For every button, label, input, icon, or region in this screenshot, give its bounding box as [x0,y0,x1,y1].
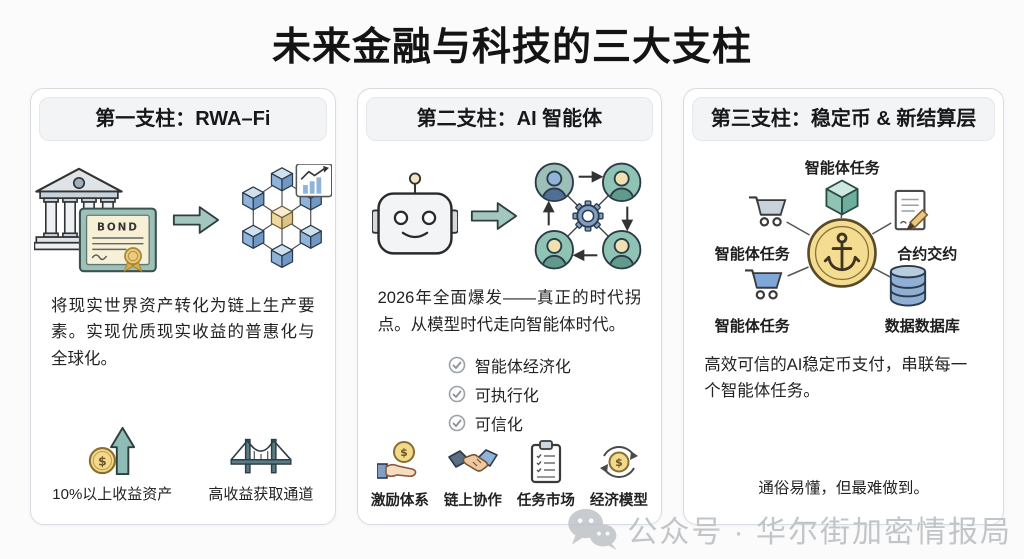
feature-label: 高收益获取通道 [208,486,314,503]
econ-cycle-icon: $ [599,446,638,478]
contract-doc-icon [894,189,929,231]
token-network-icon [241,163,332,268]
checklist-label: 智能体经济化 [474,359,571,376]
pillar-1-description: 将现实世界资产转化为链上生产要素。实现优质现实收益的普惠化与全球化。 [51,297,315,368]
pillar-3-footer: 通俗易懂，但最难做到。 [758,480,929,497]
feature-label: 激励体系 [370,493,429,509]
pillar-1-features: $ 10%以上收益资产 高收 [31,424,335,504]
hub-label-right-bottom: 数据数据库 [884,318,960,335]
pillar-3-header: 第三支柱：稳定币 & 新结算层 [692,97,995,141]
coin-up-arrow-icon: $ [89,426,136,476]
bridge-icon [230,438,292,474]
page-title: 未来金融与科技的三大支柱 [271,26,752,69]
bank-bond-icon: BOND [33,167,157,273]
feature-label: 经济模型 [589,493,648,509]
card-pillar-1-rwa-fi: 第一支柱：RWA–Fi BOND [30,88,336,525]
pillar-2-description: 2026年全面爆发——真正的时代拐点。从模型时代走向智能体时代。 [377,289,642,334]
right-arrow-icon [471,202,518,230]
hub-label-left-bottom: 智能体任务 [714,318,790,335]
cart-blue-icon [745,269,783,300]
pillar-2-features: $ 激励体系 链上协作 [358,440,662,510]
pillar-2-header: 第二支柱：AI 智能体 [365,97,654,141]
dollar-glyph: $ [400,446,408,459]
stablecoin-hub-diagram: 智能体任务 智能体任务 智能体任务 [684,155,1003,340]
hub-label-left-mid: 智能体任务 [714,246,790,263]
feature-high-yield-assets: $ 10%以上收益资产 [52,424,172,504]
pillars-container: 第一支柱：RWA–Fi BOND [30,88,1004,525]
hub-connector-lines [786,209,892,278]
right-arrow-icon [172,206,219,234]
anchor-coin-icon [807,218,878,288]
agent-network-icon [530,158,646,274]
hub-label-top: 智能体任务 [804,160,880,177]
feature-label: 任务市场 [516,493,575,509]
feature-task-market: 任务市场 [517,440,575,510]
cart-gray-icon [749,196,787,227]
teal-cube-icon [825,179,859,216]
growth-chart-icon [295,163,332,197]
robot-icon [372,172,459,255]
feature-yield-channel: 高收益获取通道 [208,428,313,504]
task-clipboard-icon [530,440,562,484]
dollar-glyph: $ [615,456,623,469]
hub-label-right-mid: 合约交约 [897,246,958,263]
bond-label: BOND [97,221,139,233]
database-icon [890,264,927,307]
dollar-glyph: $ [98,453,107,468]
card-pillar-2-ai-agents: 第二支柱：AI 智能体 [356,88,663,525]
checklist-item: 可信化 [448,411,571,435]
pillar-1-illustration: BOND [31,153,335,287]
handshake-icon [448,449,498,472]
feature-economic-model: $ 经济模型 [590,440,648,510]
hand-coin-icon: $ [376,441,417,479]
checklist-label: 可信化 [474,417,523,434]
pillar-3-description: 高效可信的AI稳定币支付，串联每一个智能体任务。 [704,356,968,401]
checklist-item: 可执行化 [448,382,571,406]
feature-incentive-system: $ 激励体系 [371,440,429,510]
check-circle-icon [448,356,466,374]
card-pillar-3-stablecoin: 第三支柱：稳定币 & 新结算层 智能体任务 [683,88,1004,525]
check-circle-icon [448,385,466,403]
feature-label: 链上协作 [443,493,502,509]
feature-onchain-collab: 链上协作 [444,442,502,510]
check-circle-icon [448,414,466,432]
feature-label: 10%以上收益资产 [52,486,173,503]
gear-icon [572,200,605,232]
pillar-2-checklist: 智能体经济化 可执行化 可信化 [448,348,571,440]
checklist-label: 可执行化 [474,388,539,405]
pillar-1-header: 第一支柱：RWA–Fi [39,97,327,141]
checklist-item: 智能体经济化 [448,353,571,377]
pillar-2-illustration [358,153,662,279]
